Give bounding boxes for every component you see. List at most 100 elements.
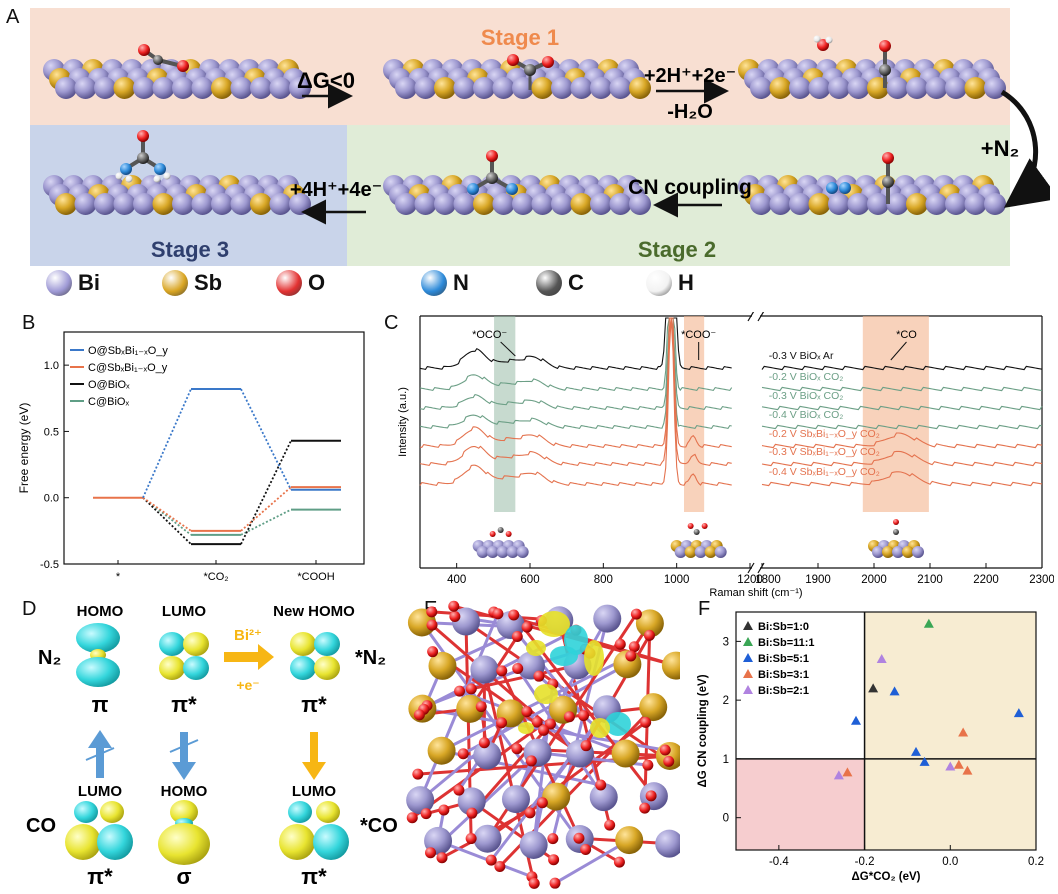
x-tick-label: 0.0 [942,856,958,868]
co-lumo-heading: LUMO [78,783,122,800]
series-3 [842,727,973,777]
energy-connector [142,388,192,499]
y-tick-label: 1 [723,754,729,766]
panel-d-label: D [22,598,37,620]
y-tick-label: 1.0 [44,360,59,372]
energy-connector [142,496,192,532]
co-ads-label: *CO [360,815,398,837]
quadrant-right [864,612,1036,850]
legend-label: O@BiOₓ [88,379,130,391]
co-lumo-orbital [65,801,133,860]
oco-highlight [494,316,516,512]
spectrum-0 [419,317,1043,371]
atom-symbol: H [678,270,694,295]
step1-label: ΔG<0 [297,68,355,93]
x-tick-label: 2000 [861,574,887,586]
y-tick-label: 0.0 [44,493,59,505]
catalyst-slab [738,59,1006,99]
spectrum-label: -0.4 V SbₓBi₁₋ₓO_y CO₂ [769,466,880,478]
n2-homo-heading: HOMO [77,603,124,620]
co-label: CO [26,815,56,837]
series-1 [923,618,934,628]
x-tick-label: 800 [594,574,613,586]
axis-break [757,562,765,574]
atom-symbol: N [453,270,469,295]
x-tick-label: *CO₂ [203,571,228,583]
data-point [1013,708,1024,718]
surface-model [472,527,529,558]
atom-sphere-c [536,270,562,296]
n2-ads-label: *N₂ [355,647,386,669]
atom-legend-bi: Bi [46,270,100,296]
plot-frame [735,611,1037,851]
energy-connector [240,388,292,491]
spectrum-1 [419,317,1043,392]
catalyst-slab [43,175,311,215]
data-point [851,715,861,725]
annotation-arrow [890,341,907,361]
step2-top-label: +2H⁺+2e⁻ [644,65,736,87]
step2-bottom-label: -H₂O [667,101,713,123]
adsorbate-molecules [115,35,894,204]
x-tick-label: 2200 [973,574,999,586]
stage2-title: Stage 2 [638,237,716,262]
legend-marker [743,669,753,678]
up-arrow [85,730,115,778]
data-point [919,756,930,766]
series-0 [868,683,879,693]
catalyst-slabs [43,59,1006,215]
atom-sphere-n [421,270,447,296]
spectrum-label: -0.3 V BiOₓ Ar [769,350,834,362]
series-1 [93,486,341,532]
x-tick-label: 1000 [664,574,690,586]
co-highlight [862,316,929,512]
x-tick-label: 1200 [737,574,763,586]
sigma-label: σ [176,864,191,889]
x-tick-label: 1900 [805,574,831,586]
n2-lumo-heading: LUMO [162,603,206,620]
pistar-label-2: π* [301,692,327,717]
x-tick-label: 600 [520,574,539,586]
co-homo-orbital [158,800,210,865]
series-3 [142,497,341,536]
series-0 [142,388,341,499]
atom-legend-o: O [276,270,325,296]
data-point [876,654,887,664]
quadrant-bottom-left [736,758,865,850]
atom-symbol: O [308,270,326,295]
x-tick-label: 0.2 [1028,856,1044,868]
data-point [923,618,934,628]
x-tick-label: 2100 [917,574,943,586]
spectrum-label: -0.3 V BiOₓ CO₂ [769,390,844,402]
spectrum-label: -0.2 V BiOₓ CO₂ [769,371,844,383]
atom-sphere-o [276,270,302,296]
y-axis-label: ΔG CN coupling (eV) [697,674,709,787]
crystal-atoms [406,600,680,889]
atom-symbol: C [568,270,584,295]
energy-connector [240,440,292,545]
x-tick-label: *COOH [297,571,334,583]
series-4 [833,654,956,780]
co-ads-lumo-heading: LUMO [292,783,336,800]
n2-new-homo-orbital [290,632,340,680]
y-tick-label: 0.5 [44,426,59,438]
down-yellow-arrow [302,732,326,780]
step5-label: +4H⁺+4e⁻ [290,179,382,201]
axis-break [747,562,755,574]
orbital-diagram: HOMO LUMO New HOMO N₂ *N₂ π π* π* Bi²⁺ +… [26,603,398,889]
legend-label: Bi:Sb=3:1 [758,669,809,681]
atom-legend-n: N [421,270,469,296]
catalyst-slab [383,59,651,99]
atom-symbol: Sb [194,270,223,295]
step3-label: +N₂ [981,136,1020,161]
energy-connector [240,508,292,536]
down-arrow [169,732,199,780]
stage1-title: Stage 1 [481,25,559,50]
atom-symbol: Bi [78,270,100,295]
new-homo-heading: New HOMO [273,603,355,620]
atom-legend-c: C [536,270,584,296]
legend-marker [743,621,753,630]
